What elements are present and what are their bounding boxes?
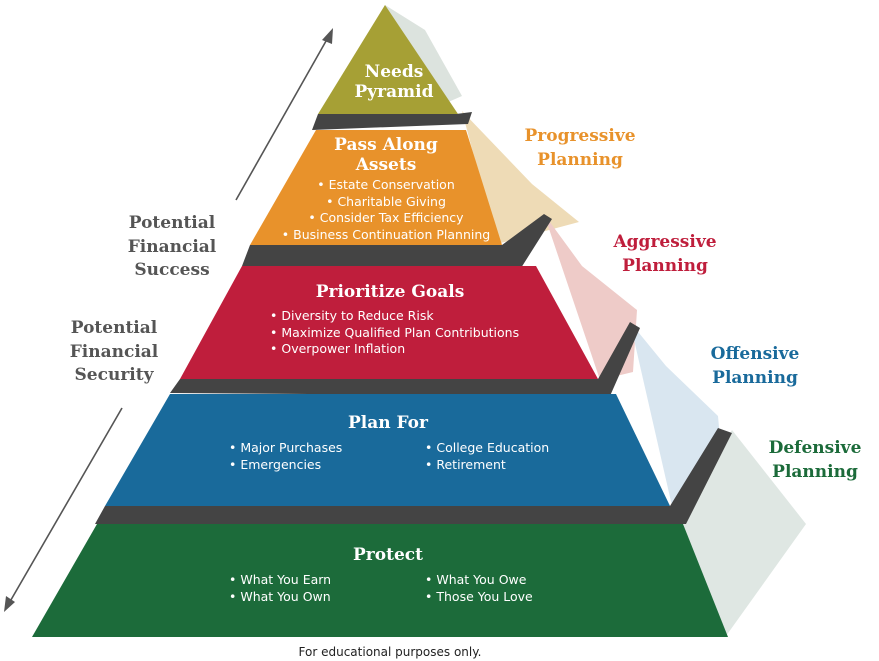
list-item: Major Purchases	[229, 440, 409, 457]
side-face-prioritize	[544, 214, 637, 380]
list-item: Estate Conservation	[266, 177, 506, 194]
list-item: Maximize Qualified Plan Contributions	[270, 325, 560, 342]
tier-needs-title-line1: Needs	[364, 62, 424, 82]
label-defensive-line2: Planning	[772, 462, 858, 482]
label-success-line2: Financial	[127, 236, 217, 257]
label-potential-financial-success: Potential Financial Success	[112, 212, 232, 283]
label-offensive-line1: Offensive	[710, 344, 800, 364]
label-security-line1: Potential	[70, 318, 158, 338]
label-progressive-line2: Planning	[537, 150, 623, 170]
tier-pass-along-title-line2: Assets	[355, 155, 417, 175]
list-item: Overpower Inflation	[270, 341, 560, 358]
list-item: Business Continuation Planning	[266, 227, 506, 244]
label-potential-financial-security: Potential Financial Security	[54, 317, 174, 388]
tier-pass-along-title-line1: Pass Along	[334, 135, 438, 155]
tier-protect-list-right: What You Owe Those You Love	[425, 572, 605, 605]
list-item: Charitable Giving	[266, 194, 506, 211]
ledge-pass-along	[242, 214, 552, 268]
down-arrow	[4, 407, 123, 612]
label-defensive-line1: Defensive	[768, 438, 862, 458]
list-item: Diversity to Reduce Risk	[270, 308, 560, 325]
list-item: Consider Tax Efficiency	[266, 210, 506, 227]
list-item: What You Own	[229, 589, 409, 606]
tier-plan-for-list-right: College Education Retirement	[425, 440, 605, 473]
label-offensive-planning: Offensive Planning	[680, 342, 830, 390]
tier-protect-title: Protect	[353, 545, 423, 565]
label-security-line2: Financial	[69, 341, 159, 362]
tier-needs-title: Needs Pyramid	[334, 62, 454, 102]
label-security-line3: Security	[74, 365, 154, 385]
label-progressive-planning: Progressive Planning	[505, 124, 655, 172]
ledge-plan-for	[95, 428, 732, 524]
label-aggressive-line2: Planning	[622, 256, 708, 276]
list-item: Emergencies	[229, 457, 409, 474]
list-item: What You Earn	[229, 572, 409, 589]
tier-prioritize-list: Diversity to Reduce Risk Maximize Qualif…	[270, 308, 560, 358]
tier-plan-for-list-left: Major Purchases Emergencies	[229, 440, 409, 473]
tier-pass-along-list: Estate Conservation Charitable Giving Co…	[266, 177, 506, 243]
label-success-line1: Potential	[128, 213, 216, 233]
side-face-needs	[385, 5, 462, 114]
list-item: College Education	[425, 440, 605, 457]
tier-pass-along-title: Pass Along Assets	[306, 135, 466, 175]
side-face-protect	[680, 430, 806, 636]
list-item: Retirement	[425, 457, 605, 474]
list-item: Those You Love	[425, 589, 605, 606]
label-aggressive-line1: Aggressive	[613, 232, 717, 252]
label-offensive-line2: Planning	[712, 368, 798, 388]
list-item: What You Owe	[425, 572, 605, 589]
label-success-line3: Success	[134, 260, 210, 280]
label-progressive-line1: Progressive	[524, 126, 636, 146]
tier-protect-list-left: What You Earn What You Own	[229, 572, 409, 605]
tier-needs	[318, 5, 458, 114]
tier-needs-title-line2: Pyramid	[354, 82, 434, 102]
up-arrow	[235, 28, 333, 201]
label-defensive-planning: Defensive Planning	[755, 436, 875, 484]
tier-prioritize-title: Prioritize Goals	[315, 282, 465, 302]
label-aggressive-planning: Aggressive Planning	[590, 230, 740, 278]
tier-plan-for-title: Plan For	[348, 413, 428, 433]
ledge-prioritize	[170, 322, 640, 396]
ledge-needs	[312, 112, 472, 130]
footnote: For educational purposes only.	[298, 645, 482, 659]
